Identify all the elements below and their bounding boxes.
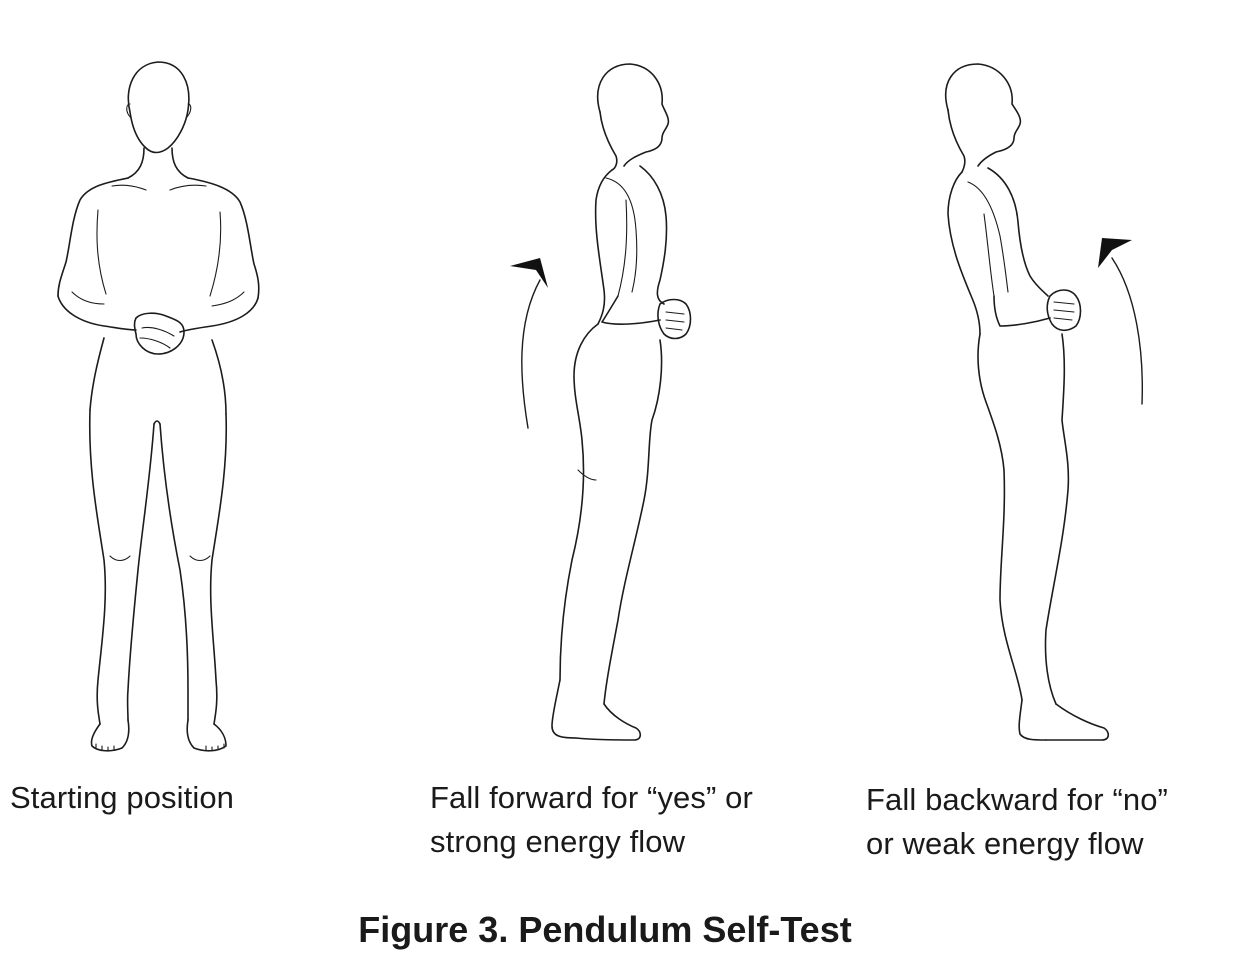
forward-arrow-shaft bbox=[521, 279, 541, 429]
backward-foot bbox=[1045, 703, 1110, 741]
caption-starting-position: Starting position bbox=[10, 776, 234, 820]
figure-title: Figure 3. Pendulum Self-Test bbox=[358, 909, 852, 950]
front-figure bbox=[57, 61, 260, 752]
backward-arrow-head bbox=[1098, 238, 1132, 268]
side-figure-backward bbox=[944, 63, 1110, 741]
backward-arrow bbox=[1098, 238, 1143, 405]
side-figure-forward bbox=[551, 63, 692, 741]
front-head bbox=[127, 61, 190, 154]
caption-line: Fall backward for “no” bbox=[866, 782, 1168, 817]
caption-line: Fall forward for “yes” or bbox=[430, 780, 753, 815]
forward-hands bbox=[657, 298, 692, 340]
forward-arrow bbox=[510, 258, 548, 429]
backward-hands bbox=[1046, 289, 1082, 332]
caption-fall-forward: Fall forward for “yes” or strong energy … bbox=[430, 776, 753, 864]
backward-head bbox=[944, 63, 1022, 167]
caption-line: or weak energy flow bbox=[866, 826, 1144, 861]
front-right-leg bbox=[209, 413, 228, 725]
forward-foot bbox=[575, 703, 642, 741]
caption-line: Starting position bbox=[10, 780, 234, 815]
caption-line: strong energy flow bbox=[430, 824, 686, 859]
front-left-leg bbox=[88, 409, 107, 725]
front-torso-right bbox=[187, 177, 260, 299]
forward-head bbox=[596, 63, 670, 167]
caption-fall-backward: Fall backward for “no” or weak energy fl… bbox=[866, 778, 1168, 866]
front-left-foot bbox=[90, 719, 130, 752]
front-torso-left bbox=[57, 177, 129, 297]
forward-arrow-head bbox=[510, 258, 548, 288]
front-hands bbox=[133, 312, 185, 355]
front-right-foot bbox=[186, 719, 227, 752]
backward-arrow-shaft bbox=[1111, 257, 1143, 405]
